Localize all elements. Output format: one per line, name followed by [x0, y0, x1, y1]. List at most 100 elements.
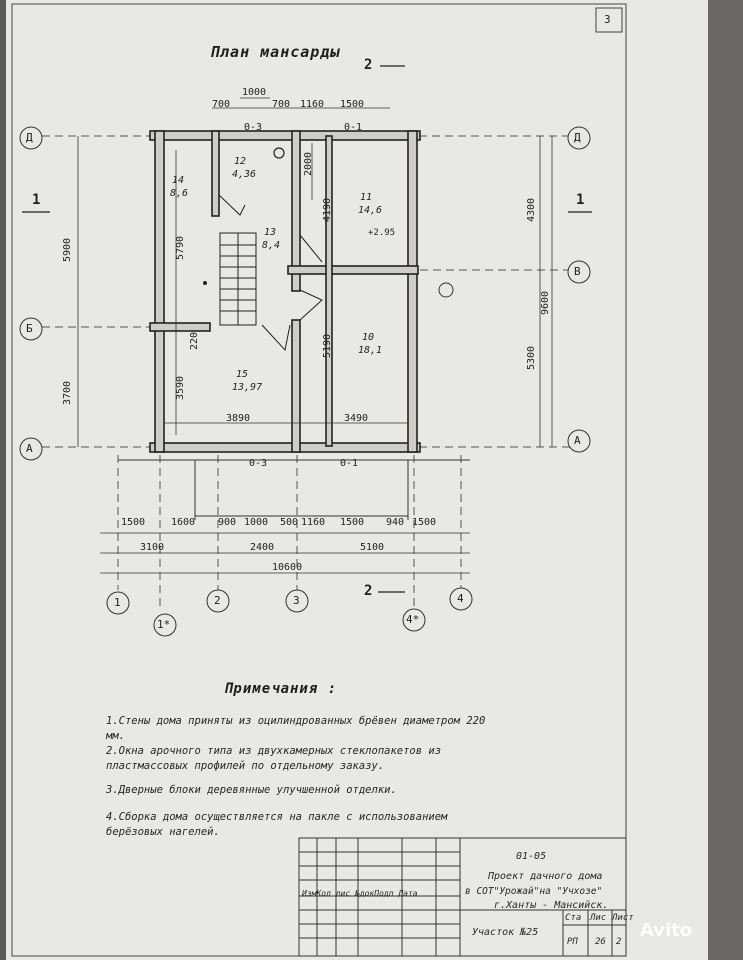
dim-bottom-1000: 1000 [244, 517, 269, 528]
room-13-number: 13 [264, 227, 277, 238]
chimney-circle-icon [438, 282, 454, 298]
stamp-sheets-value: 2 [616, 937, 622, 947]
axis-row-a-right: А [574, 434, 581, 447]
dim-inner-4190: 4190 [322, 197, 333, 222]
axis-lines [42, 135, 570, 610]
axis-row-d-left: Д [26, 131, 33, 144]
dim-bottom-1600: 1600 [171, 517, 196, 528]
balcony-lines [118, 459, 470, 520]
wall-mark-bottom-left: 0-3 [249, 458, 268, 469]
dim-inner-3590: 3590 [175, 375, 186, 400]
axis-row-b-left: Б [26, 322, 33, 335]
room-10-number: 10 [362, 332, 375, 343]
axis-col-2: 2 [214, 594, 221, 607]
dim-inner-2000: 2000 [303, 151, 314, 176]
drawing-sheet [6, 0, 726, 960]
stamp-code: 01-05 [516, 851, 547, 862]
stamp-stage-label: Ста [565, 913, 582, 923]
section-mark-top: 2 [364, 57, 373, 73]
post-dot-icon [203, 281, 207, 285]
dim-bottom-1500a: 1500 [121, 517, 146, 528]
dim-bottom-1500c: 1500 [412, 517, 437, 528]
wall-mark-bottom-right: 0-1 [340, 458, 359, 469]
section-mark-right: 1 [576, 192, 585, 208]
dim-inner-3890: 3890 [226, 413, 251, 424]
axis-col-1star: 1* [157, 618, 171, 631]
note-1-cont: мм. [106, 730, 125, 742]
dim-bottom-5100: 5100 [360, 542, 385, 553]
stamp-project-line1: Проект дачного дома [488, 871, 603, 882]
plan-walls [149, 130, 421, 453]
stamp-site: Участок №25 [472, 927, 539, 938]
plan-title: План мансарды [210, 43, 341, 61]
stamp-project-line3: г.Ханты - Мансийск. [494, 900, 609, 911]
note-2-cont: пластмассовых профилей по отдельному зак… [106, 760, 385, 772]
toilet-icon [273, 147, 285, 159]
stamp-sheet-label: Лис [590, 913, 607, 923]
axis-row-v-right: В [574, 265, 581, 278]
dim-bottom-total: 10600 [272, 562, 303, 573]
room-13-area: 8,4 [262, 240, 281, 251]
dimension-lines [77, 97, 553, 574]
room-12-number: 12 [234, 156, 247, 167]
notes-title: Примечания : [224, 681, 338, 697]
note-3: 3.Дверные блоки деревянные улучшенной от… [106, 784, 397, 796]
dim-bottom-900: 900 [218, 517, 237, 528]
dim-bottom-1160: 1160 [301, 517, 326, 528]
dim-bottom-500: 500 [280, 517, 299, 528]
sheet-number: 3 [604, 13, 611, 26]
dim-top-700a: 700 [212, 99, 231, 110]
axis-row-d-right: Д [574, 131, 581, 144]
stamp-stage-value: РП [567, 937, 578, 947]
room-12-area: 4,36 [232, 169, 257, 180]
dim-bottom-940: 940 [386, 517, 405, 528]
note-4-cont: берёзовых нагелей. [106, 826, 220, 838]
staircase [219, 232, 257, 326]
axis-col-3: 3 [293, 594, 300, 607]
dim-left-3700: 3700 [62, 380, 73, 405]
dim-inner-3490: 3490 [344, 413, 369, 424]
title-block-grid [298, 837, 627, 957]
section-mark-bottom: 2 [364, 583, 373, 599]
dim-right-5300: 5300 [526, 345, 537, 370]
room-10-area: 18,1 [358, 345, 383, 356]
stamp-project-line2: в СОТ"Урожай"на "Учхозе" [465, 886, 603, 897]
dim-bottom-1500b: 1500 [340, 517, 365, 528]
note-4: 4.Сборка дома осуществляется на пакле с … [106, 811, 448, 823]
room-14-number: 14 [172, 175, 185, 186]
room-11-number: 11 [360, 192, 373, 203]
stamp-sheet-value: 26 [595, 937, 606, 947]
dim-right-4300: 4300 [526, 197, 537, 222]
axis-col-1: 1 [114, 596, 121, 609]
room-11-area: 14,6 [358, 205, 383, 216]
dim-left-5900: 5900 [62, 237, 73, 262]
axis-col-4star: 4* [406, 613, 420, 626]
note-2: 2.Окна арочного типа из двухкамерных сте… [106, 745, 442, 757]
section-mark-left: 1 [32, 192, 41, 208]
stamp-sheets-label: Лист [612, 913, 634, 923]
dim-top-700b: 700 [272, 99, 291, 110]
wall-mark-top-left: 0-3 [244, 122, 263, 133]
dim-inner-5790: 5790 [175, 235, 186, 260]
photo-background-edge [708, 0, 743, 960]
dim-right-9600: 9600 [540, 290, 551, 315]
dim-top-1000: 1000 [242, 87, 267, 98]
dim-inner-5190: 5190 [322, 333, 333, 358]
note-1: 1.Стены дома приняты из оцилиндрованных … [106, 715, 486, 727]
level-mark: +2.95 [368, 228, 396, 238]
section-markers [22, 65, 592, 593]
dim-inner-220: 220 [189, 331, 200, 350]
dim-bottom-2400: 2400 [250, 542, 275, 553]
stamp-header-cols: ИзмКол лис №докПодп Дата [302, 889, 418, 898]
wall-mark-top-right: 0-1 [344, 122, 363, 133]
door-swings [218, 194, 323, 352]
room-15-number: 15 [236, 369, 249, 380]
axis-row-a-left: А [26, 442, 33, 455]
dim-bottom-3100: 3100 [140, 542, 165, 553]
axis-bubbles [19, 126, 591, 637]
room-14-area: 8,6 [170, 188, 189, 199]
axis-col-4: 4 [457, 592, 464, 605]
sheet-number-box [595, 7, 623, 33]
room-15-area: 13,97 [232, 382, 263, 393]
